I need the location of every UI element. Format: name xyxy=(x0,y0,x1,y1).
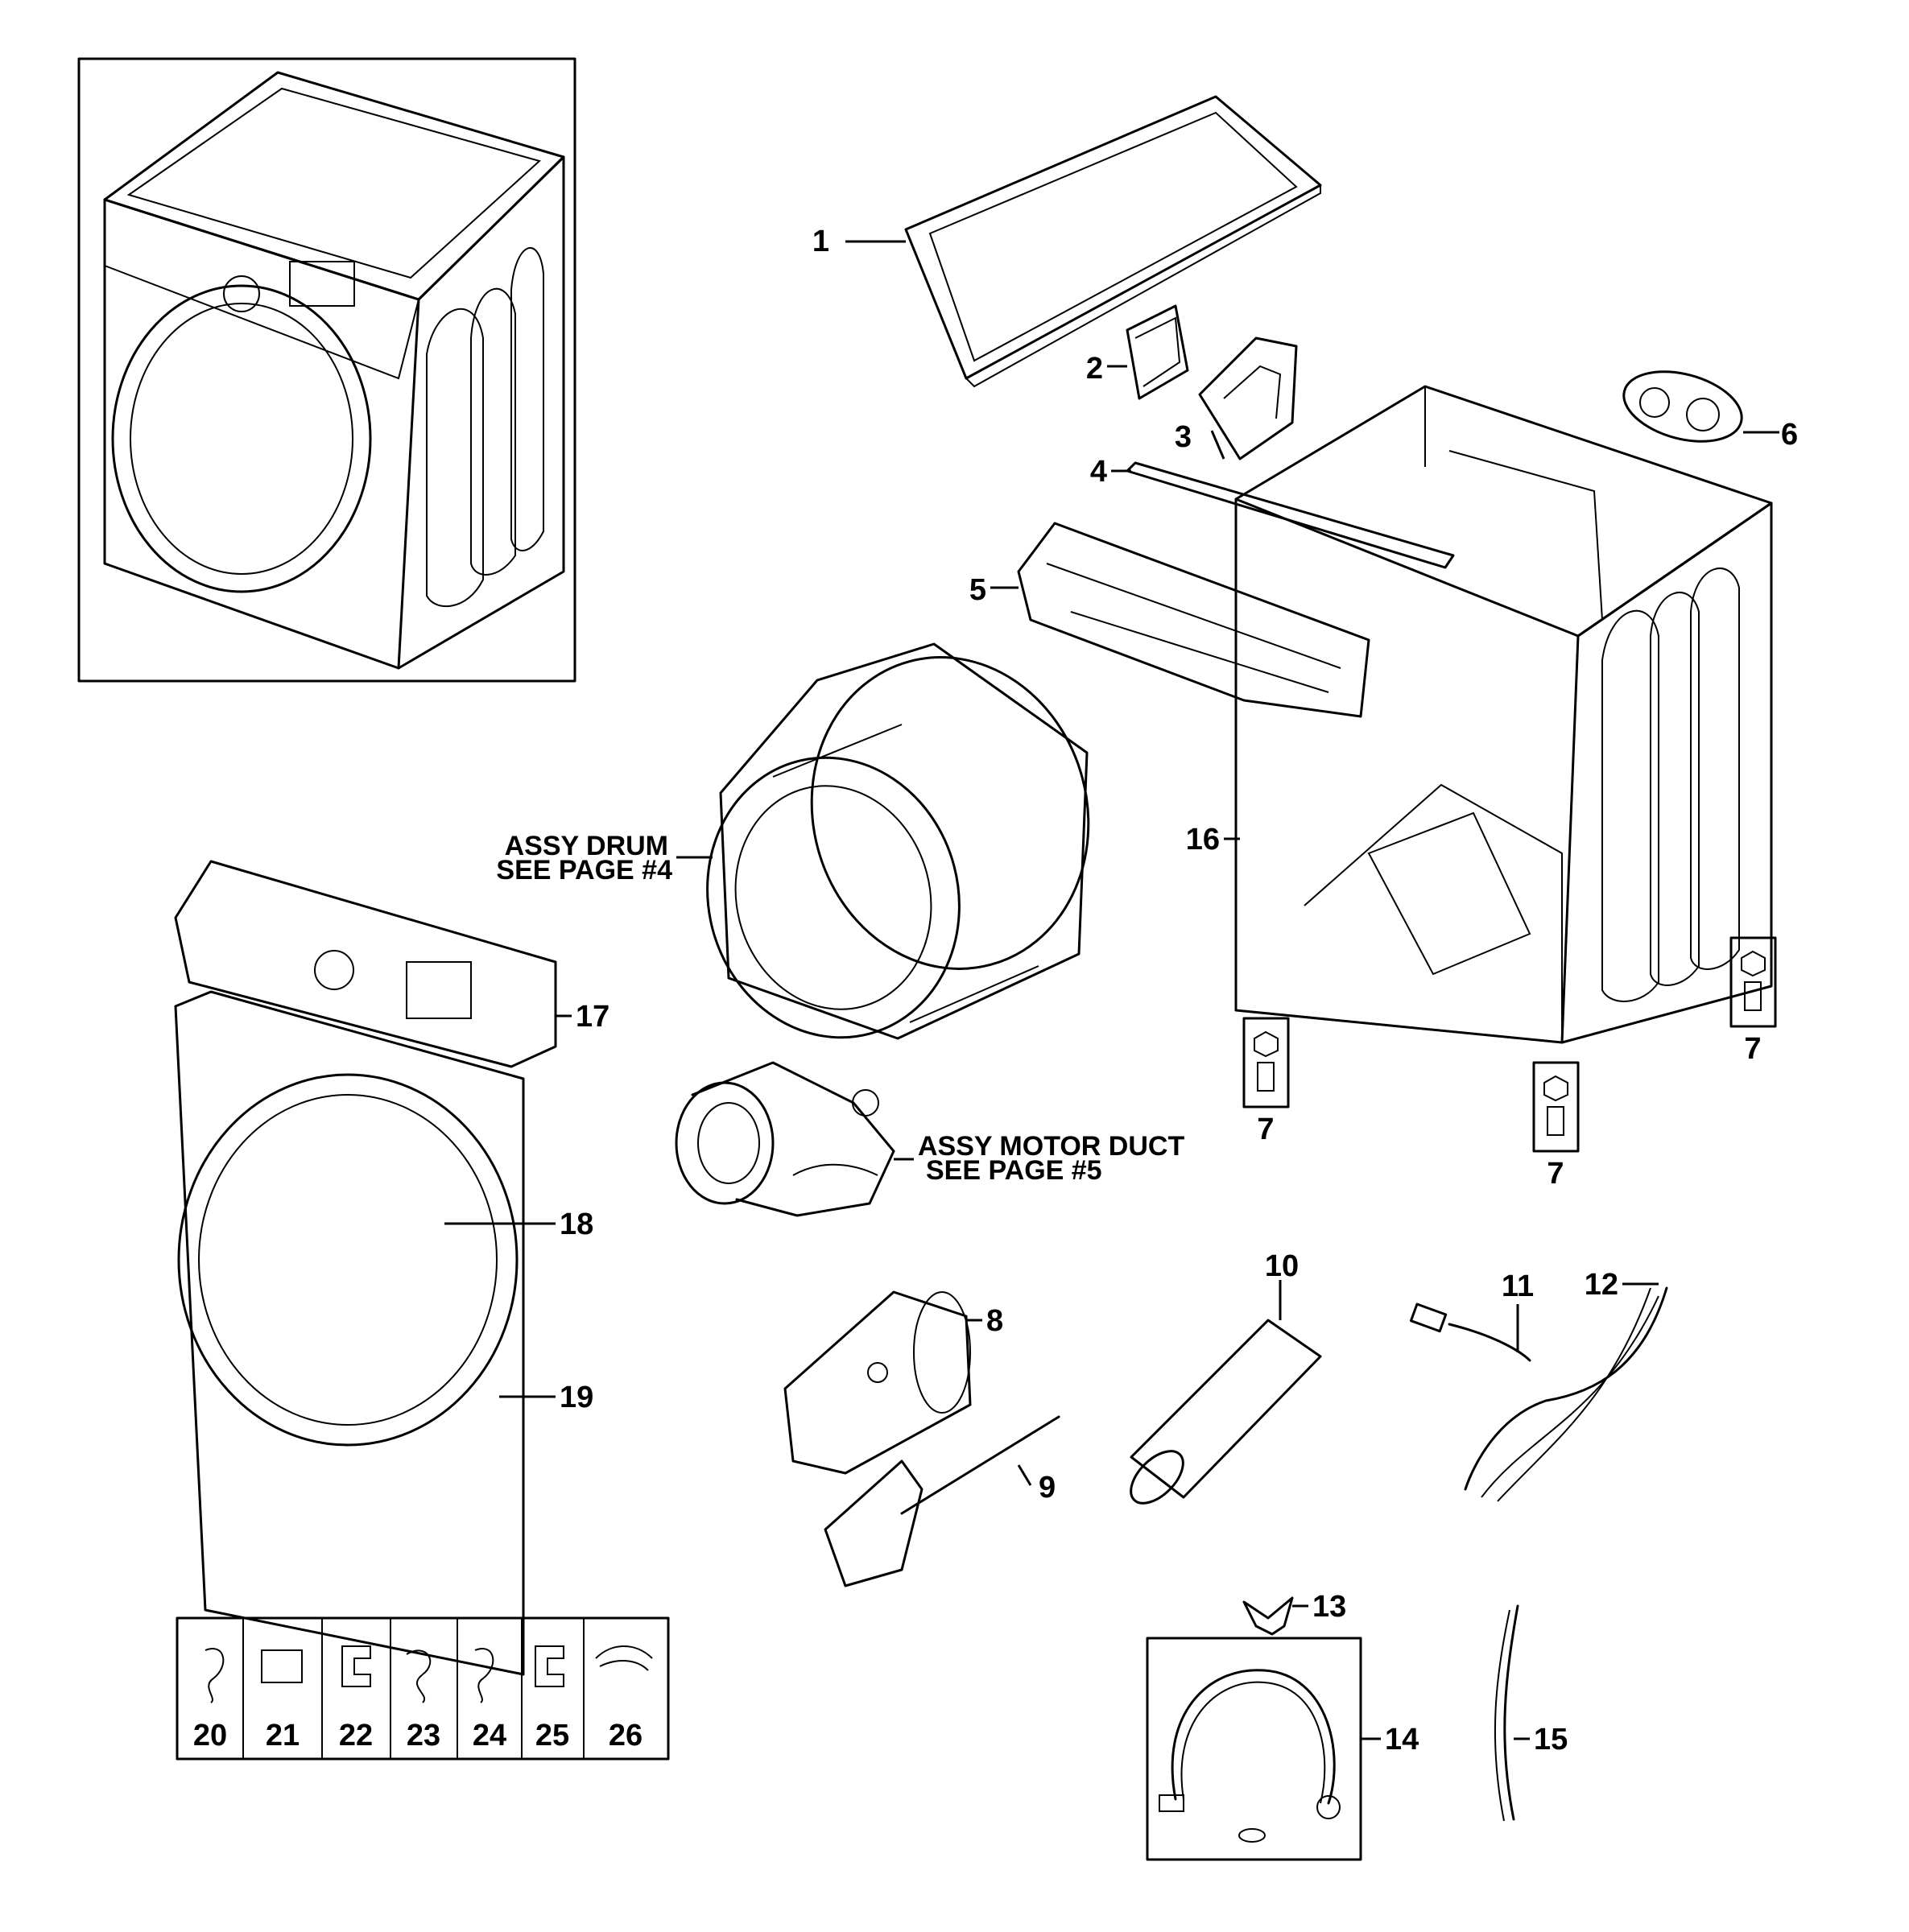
callout-3: 3 xyxy=(1175,420,1192,454)
assy-drum-label-1: ASSY DRUM xyxy=(505,831,668,861)
small-part-25: 25 xyxy=(535,1719,569,1752)
part-9-gas-valve xyxy=(824,1415,1060,1587)
callout-12: 12 xyxy=(1585,1268,1618,1302)
callout-5: 5 xyxy=(969,573,986,607)
assy-motor-duct xyxy=(675,1061,914,1217)
callout-16: 16 xyxy=(1186,823,1220,857)
part-6-vent-cover xyxy=(1622,370,1779,443)
small-part-21: 21 xyxy=(266,1719,300,1752)
part-2-filter xyxy=(1107,304,1189,400)
part-19-front-panel xyxy=(174,990,556,1676)
callout-18: 18 xyxy=(560,1208,593,1241)
callout-17: 17 xyxy=(576,1000,609,1034)
part-11-power-cord xyxy=(1409,1302,1531,1362)
small-part-22: 22 xyxy=(339,1719,373,1752)
part-8-heater-housing xyxy=(783,1290,982,1475)
small-parts-numbers: 20 21 22 23 24 25 26 xyxy=(193,1719,643,1752)
part-12-wire-harness xyxy=(1464,1282,1668,1502)
callout-8: 8 xyxy=(986,1304,1003,1338)
part-15-drain-tube xyxy=(1494,1604,1530,1822)
part-5-frame xyxy=(990,522,1370,718)
callout-10: 10 xyxy=(1265,1249,1299,1283)
assy-motor-label-2: SEE PAGE #5 xyxy=(926,1155,1102,1186)
callout-4: 4 xyxy=(1090,455,1107,489)
part-16-cabinet xyxy=(1224,385,1773,1044)
callout-7b: 7 xyxy=(1547,1157,1564,1191)
small-part-20: 20 xyxy=(193,1719,227,1752)
small-part-26: 26 xyxy=(609,1719,643,1752)
small-parts-strip xyxy=(176,1616,670,1761)
overview-dryer xyxy=(77,57,576,683)
assembly-labels: ASSY DRUM SEE PAGE #4 ASSY MOTOR DUCT SE… xyxy=(496,831,1184,1186)
part-3-bracket xyxy=(1198,336,1298,460)
part-10-duct xyxy=(1130,1280,1322,1505)
callout-6: 6 xyxy=(1781,418,1798,452)
part-18-door xyxy=(177,1073,556,1447)
callout-9: 9 xyxy=(1039,1471,1056,1505)
part-13-y-connector xyxy=(1242,1596,1308,1636)
part-1-top-cover xyxy=(845,95,1322,388)
small-part-24: 24 xyxy=(473,1719,506,1752)
callout-7a: 7 xyxy=(1257,1113,1274,1146)
callout-11: 11 xyxy=(1502,1269,1534,1303)
callout-15: 15 xyxy=(1534,1723,1568,1757)
assy-drum xyxy=(676,642,1090,1040)
callout-7c: 7 xyxy=(1744,1032,1761,1066)
part-14-hose xyxy=(1146,1637,1381,1861)
small-part-23: 23 xyxy=(407,1719,440,1752)
callout-13: 13 xyxy=(1312,1590,1346,1624)
assy-drum-label-2: SEE PAGE #4 xyxy=(496,855,672,886)
callout-2: 2 xyxy=(1086,352,1103,386)
callout-14: 14 xyxy=(1385,1723,1419,1757)
callout-labels: 1 2 3 4 5 6 7 7 7 8 9 10 11 12 13 14 15 … xyxy=(560,225,1798,1757)
assy-motor-label-1: ASSY MOTOR DUCT xyxy=(918,1131,1184,1162)
part-7-foot-left xyxy=(1242,1017,1290,1108)
part-7-foot-middle xyxy=(1532,1061,1580,1153)
part-7-foot-right xyxy=(1729,936,1777,1028)
callout-19: 19 xyxy=(560,1381,593,1414)
callout-1: 1 xyxy=(812,225,829,258)
part-17-control-panel xyxy=(174,860,572,1068)
part-4-rail xyxy=(1111,461,1455,569)
